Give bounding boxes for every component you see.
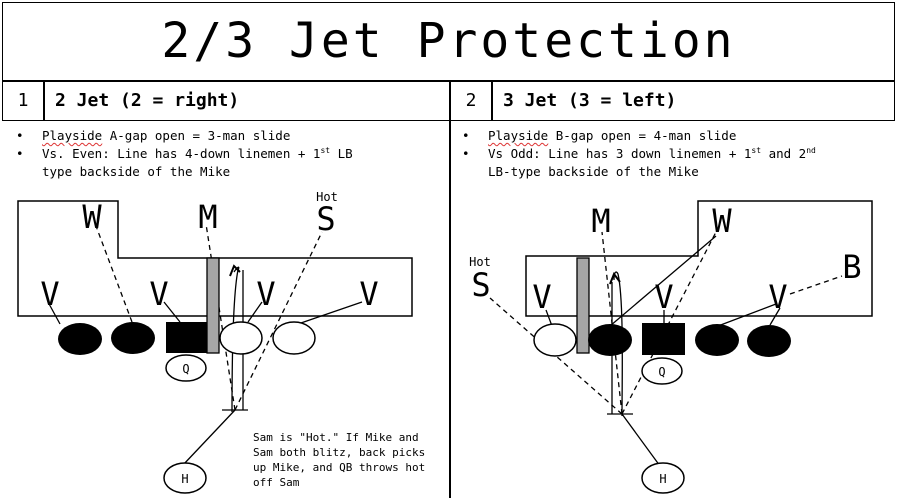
left-s-label: S — [316, 200, 335, 238]
left-assignment-line — [47, 301, 61, 325]
right-bullet-1: • Playside B-gap open = 4-man slide — [462, 127, 892, 145]
right-assignment-line — [717, 303, 777, 327]
left-v-label: V — [40, 275, 59, 313]
right-v-label: V — [768, 278, 787, 316]
left-bullet-1: • Playside A-gap open = 3-man slide — [16, 127, 436, 145]
section-1-number: 1 — [2, 81, 44, 121]
left-bullet-2-continued: type backside of the Mike — [16, 163, 436, 181]
left-loop-arrow — [229, 264, 241, 277]
left-q-label: Q — [182, 362, 189, 376]
left-assignment-line — [163, 301, 181, 323]
bullet-text: Vs Odd: Line has 3 down linemen + 1 — [488, 146, 752, 161]
section-2-number: 2 — [450, 81, 492, 121]
left-m-label: M — [198, 198, 217, 236]
right-b-label: B — [842, 248, 861, 286]
right-center-marker — [576, 257, 590, 354]
right-center — [642, 323, 685, 355]
left-center-marker — [206, 257, 220, 354]
section-1-heading: 2 Jet (2 = right) — [44, 81, 450, 121]
left-assignment-line — [297, 301, 363, 325]
right-s-label: S — [471, 266, 490, 304]
right-v-label: V — [654, 278, 673, 316]
right-loop-arrow — [609, 271, 621, 285]
left-v-label: V — [149, 275, 168, 313]
playside-word: Playside — [488, 128, 549, 143]
column-divider — [449, 81, 451, 498]
left-halfback — [163, 462, 207, 494]
right-q-label: Q — [658, 365, 665, 379]
left-back-dashed-to-sam — [234, 231, 323, 411]
right-h-label: H — [659, 472, 666, 486]
left-qb-loop — [231, 266, 240, 413]
left-h-label: H — [181, 472, 188, 486]
left-back-dashed-to-mike — [205, 223, 236, 411]
bullet-text-tail: LB — [330, 146, 353, 161]
left-back-route — [182, 409, 236, 466]
right-assignment-line — [545, 309, 553, 327]
left-lineman — [58, 323, 102, 355]
right-lineman — [747, 325, 791, 357]
left-v-label: V — [359, 275, 378, 313]
right-quarterback — [641, 357, 683, 385]
left-quarterback — [165, 354, 207, 382]
left-assignment-line — [247, 301, 263, 323]
left-v-label: V — [256, 275, 275, 313]
bullet-glyph: • — [16, 128, 24, 143]
left-lineman — [111, 322, 155, 354]
right-assignment-line — [789, 275, 843, 295]
right-assignment-line — [609, 235, 717, 327]
left-w-label: W — [82, 198, 102, 236]
left-hot-label: Hot — [316, 190, 338, 204]
right-m-label: M — [591, 202, 610, 240]
playside-word: Playside — [42, 128, 103, 143]
bullet-text: type backside of the Mike — [42, 164, 231, 179]
right-lineman — [588, 324, 632, 356]
superscript: nd — [806, 145, 816, 155]
right-bullet-2: • Vs Odd: Line has 3 down linemen + 1st … — [462, 145, 892, 163]
title-box: 2/3 Jet Protection — [2, 2, 895, 81]
bullet-text-mid: and 2 — [761, 146, 807, 161]
bullet-text: B-gap open = 4-man slide — [548, 128, 737, 143]
right-w-label: W — [712, 202, 732, 240]
left-assignment-line — [95, 225, 133, 323]
right-hot-label: Hot — [469, 255, 491, 269]
superscript: st — [320, 145, 331, 155]
bullet-glyph: • — [16, 146, 24, 161]
right-back-route — [621, 413, 661, 467]
bullet-glyph: • — [462, 146, 470, 161]
bullet-glyph: • — [462, 128, 470, 143]
left-lineman-open — [272, 321, 316, 355]
right-v-label: V — [532, 278, 551, 316]
right-lineman-open — [533, 323, 577, 357]
bullet-text: A-gap open = 3-man slide — [102, 128, 291, 143]
right-bullet-2-continued: LB-type backside of the Mike — [462, 163, 892, 181]
right-lineman — [695, 324, 739, 356]
bullet-text: LB-type backside of the Mike — [488, 164, 699, 179]
page-title: 2/3 Jet Protection — [161, 13, 736, 69]
right-halfback — [641, 462, 685, 494]
left-lineman-open — [219, 321, 263, 355]
right-assignment-line — [769, 307, 781, 326]
superscript: st — [751, 145, 762, 155]
hot-read-note: Sam is "Hot." If Mike and Sam both blitz… — [253, 431, 426, 489]
bullet-text: Vs. Even: Line has 4-down linemen + 1 — [42, 146, 321, 161]
right-back-dashed-to-sam — [489, 297, 623, 415]
left-bullet-2: • Vs. Even: Line has 4-down linemen + 1s… — [16, 145, 436, 163]
section-2-heading: 3 Jet (3 = left) — [492, 81, 895, 121]
left-center — [166, 322, 207, 353]
